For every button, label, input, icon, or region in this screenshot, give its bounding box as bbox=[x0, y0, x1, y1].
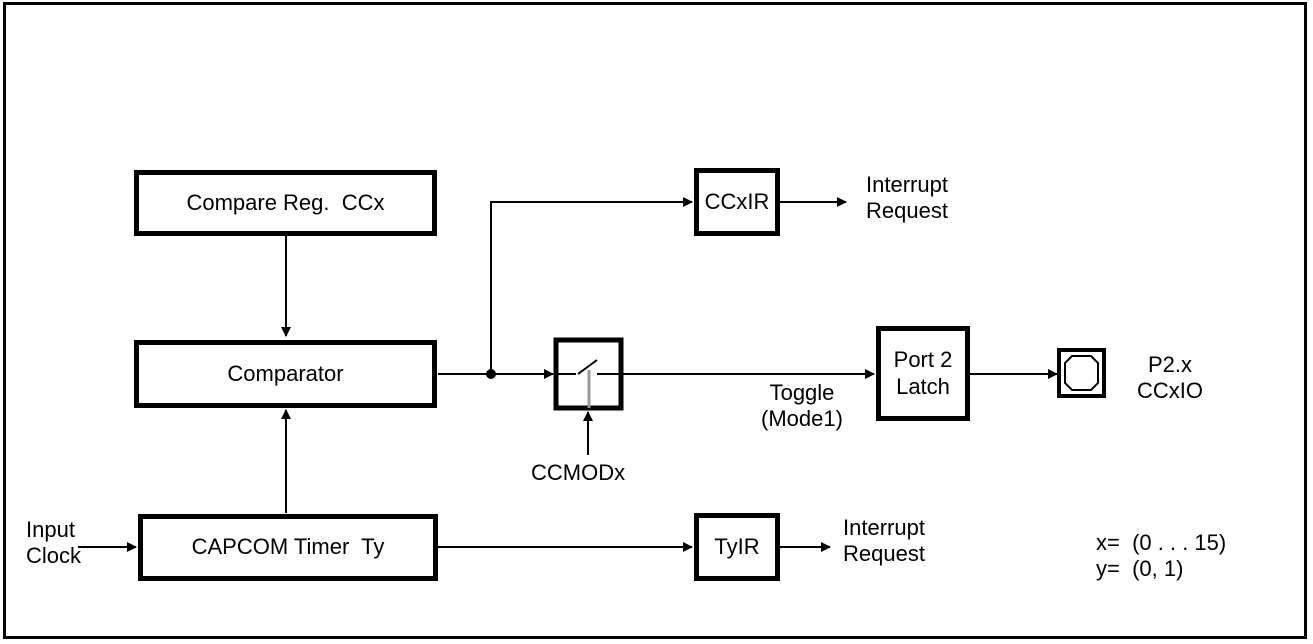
capcom-timer-block: CAPCOM Timer Ty bbox=[138, 514, 438, 581]
ccxir-label: CCxIR bbox=[704, 188, 770, 214]
switch-lever bbox=[577, 359, 598, 375]
compare-register-block: Compare Reg. CCx bbox=[134, 170, 437, 236]
input-clock-label: Input Clock bbox=[26, 517, 81, 569]
port-latch-label-line2: Latch bbox=[896, 373, 950, 399]
pin-label: P2.x CCxIO bbox=[1120, 352, 1220, 404]
input-clock-line1: Input bbox=[26, 517, 75, 542]
pin-label-line1: P2.x bbox=[1147, 352, 1193, 377]
port-latch-block: Port 2 Latch bbox=[876, 326, 970, 421]
port-latch-label-line1: Port 2 bbox=[893, 347, 953, 373]
interrupt-request-ccx-line1: Interrupt bbox=[866, 172, 948, 197]
range-y: y= (0, 1) bbox=[1096, 556, 1184, 581]
ccxir-block: CCxIR bbox=[694, 168, 780, 236]
interrupt-request-ty: Interrupt Request bbox=[843, 515, 925, 567]
interrupt-request-ccx: Interrupt Request bbox=[866, 172, 948, 224]
input-clock-line2: Clock bbox=[26, 543, 82, 568]
diagram-frame bbox=[3, 2, 1307, 639]
comparator-label: Comparator bbox=[227, 360, 344, 386]
capcom-timer-label: CAPCOM Timer Ty bbox=[191, 534, 385, 560]
comparator-block: Comparator bbox=[134, 340, 437, 408]
pin-octagon-icon bbox=[1064, 355, 1099, 391]
junction-dot bbox=[486, 369, 496, 379]
pin-label-line2: CCxIO bbox=[1137, 378, 1203, 403]
range-x: x= (0 . . . 15) bbox=[1096, 530, 1227, 555]
toggle-mode-label: Toggle (Mode1) bbox=[752, 380, 852, 432]
tyir-label: TyIR bbox=[714, 533, 760, 559]
index-range-legend: x= (0 . . . 15) y= (0, 1) bbox=[1096, 530, 1226, 582]
interrupt-request-ty-line1: Interrupt bbox=[843, 515, 925, 540]
compare-register-label: Compare Reg. CCx bbox=[186, 189, 385, 215]
line-branch-to-ccxir bbox=[490, 197, 693, 374]
interrupt-request-ccx-line2: Request bbox=[866, 198, 948, 223]
toggle-line1: Toggle bbox=[769, 380, 835, 405]
toggle-line2: (Mode1) bbox=[761, 406, 843, 431]
ccmodx-label: CCMODx bbox=[531, 460, 626, 485]
tyir-block: TyIR bbox=[694, 513, 780, 581]
interrupt-request-ty-line2: Request bbox=[843, 541, 925, 566]
